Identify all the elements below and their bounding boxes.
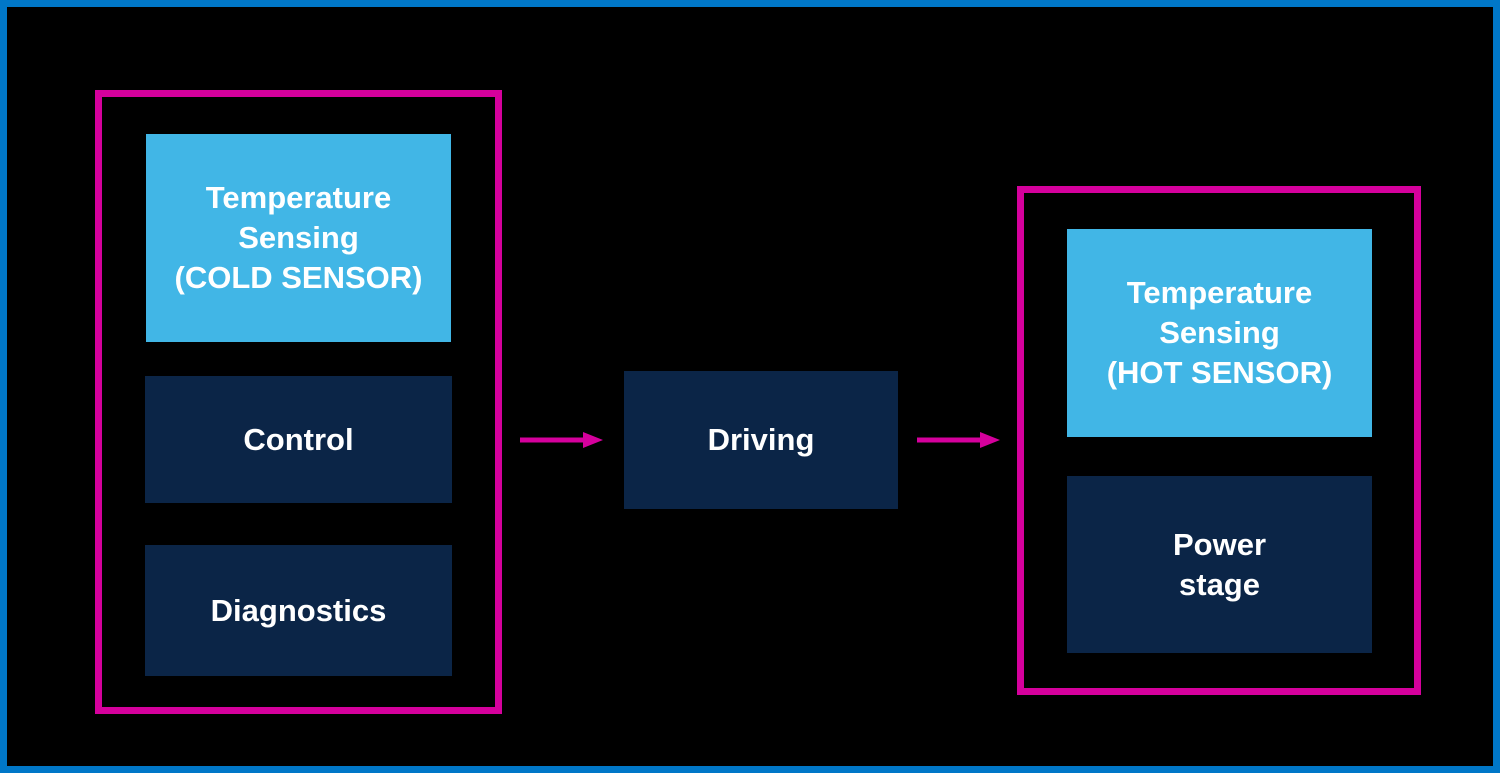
power-stage-label: Power stage xyxy=(1172,526,1267,602)
diagnostics-label: Diagnostics xyxy=(210,592,387,628)
power-stage-block: Power stage xyxy=(1067,476,1372,653)
arrow-driving-to-hot xyxy=(917,432,1000,448)
control-label: Control xyxy=(243,421,354,457)
cold-sensor-group-frame: Temperature Sensing (COLD SENSOR) Contro… xyxy=(95,90,502,714)
arrow-cold-to-driving xyxy=(520,432,603,448)
temperature-sensing-hot-label: Temperature Sensing (HOT SENSOR) xyxy=(1106,275,1333,390)
hot-sensor-group-frame: Temperature Sensing (HOT SENSOR) Power s… xyxy=(1017,186,1421,695)
driving-block: Driving xyxy=(624,371,898,509)
temperature-sensing-cold-block: Temperature Sensing (COLD SENSOR) xyxy=(146,134,451,342)
temperature-sensing-cold-label: Temperature Sensing (COLD SENSOR) xyxy=(174,180,423,295)
temperature-sensing-hot-block: Temperature Sensing (HOT SENSOR) xyxy=(1067,229,1372,437)
diagnostics-block: Diagnostics xyxy=(145,545,452,676)
control-block: Control xyxy=(145,376,452,503)
driving-label: Driving xyxy=(707,422,815,457)
